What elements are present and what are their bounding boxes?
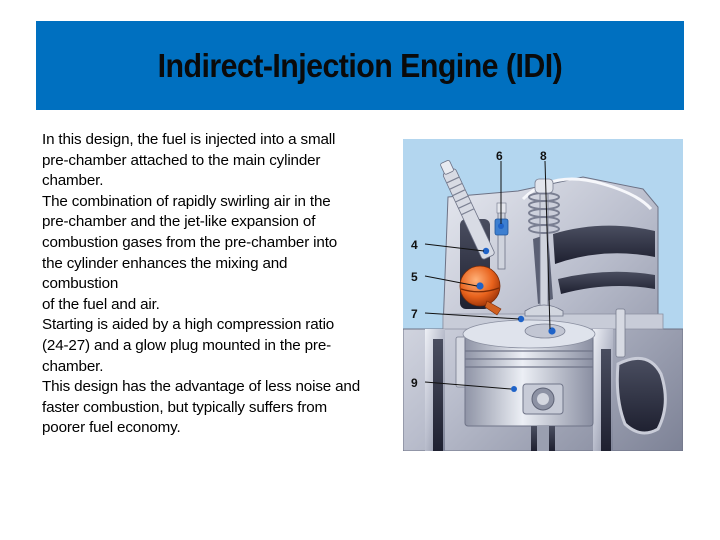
body-line: Starting is aided by a high compression … [42,316,335,334]
body-line: chamber. [42,357,104,375]
body-line: faster combustion, but typically suffers… [42,398,328,416]
body-line: In this design, the fuel is injected int… [42,131,336,148]
body-line: of the fuel and air. [42,295,160,313]
body-line: the cylinder enhances the mixing and [42,254,288,272]
callout-8: 8 [540,149,547,163]
body-line: combustion [42,275,119,293]
callout-7: 7 [411,307,418,321]
body-line: (24-27) and a glow plug mounted in the p… [42,336,332,354]
slide-title: Indirect-Injection Engine (IDI) [157,46,563,84]
callout-4: 4 [411,238,418,252]
callout-9: 9 [411,376,418,390]
body-line: chamber. [42,172,104,190]
body-line: The combination of rapidly swirling air … [42,192,331,210]
callout-5: 5 [411,270,418,284]
body-line: pre-chamber attached to the main cylinde… [42,151,321,169]
callout-6: 6 [496,149,503,163]
body-line: This design has the advantage of less no… [42,378,361,396]
body-text: In this design, the fuel is injected int… [42,130,394,439]
body-line: poorer fuel economy. [42,419,181,437]
body-line: pre-chamber and the jet-like expansion o… [42,213,316,231]
engine-diagram: 4 5 6 7 8 9 [403,139,683,451]
body-line: combustion gases from the pre-chamber in… [42,233,338,251]
engine-cutaway-illustration: 4 5 6 7 8 9 [403,149,683,451]
title-banner: Indirect-Injection Engine (IDI) [36,21,684,110]
